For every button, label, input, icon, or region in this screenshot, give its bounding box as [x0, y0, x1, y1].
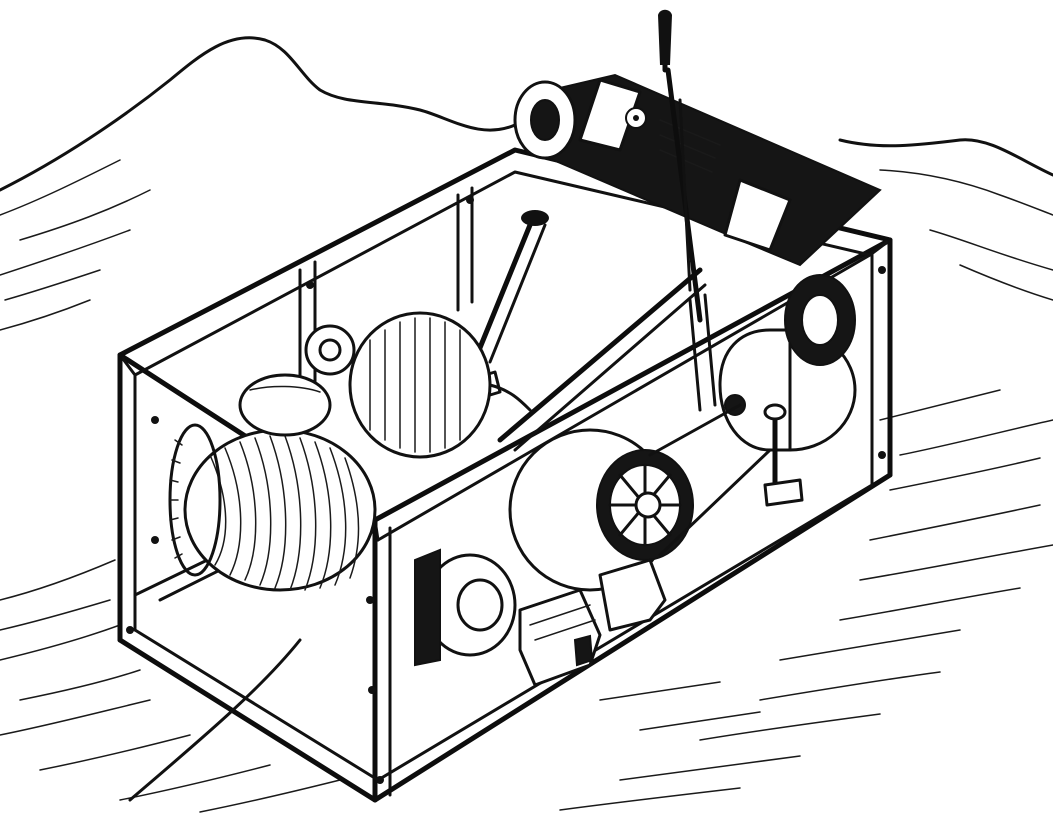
mounting-blocks: [518, 558, 667, 687]
hoist-cable: [128, 638, 302, 802]
brake-drum: [348, 311, 532, 459]
reduction-pulley: [414, 548, 517, 667]
ground-hatching: [0, 389, 1053, 813]
drive-flywheel: [508, 428, 694, 592]
cable-drum: [168, 423, 377, 592]
motor-pulley: [688, 274, 856, 412]
background-hills: [0, 36, 1053, 331]
rear-roller: [238, 373, 332, 437]
control-levers: [472, 9, 707, 452]
electric-motor: [513, 73, 882, 267]
idler-pulley: [304, 324, 356, 376]
drive-belt: [648, 403, 772, 557]
